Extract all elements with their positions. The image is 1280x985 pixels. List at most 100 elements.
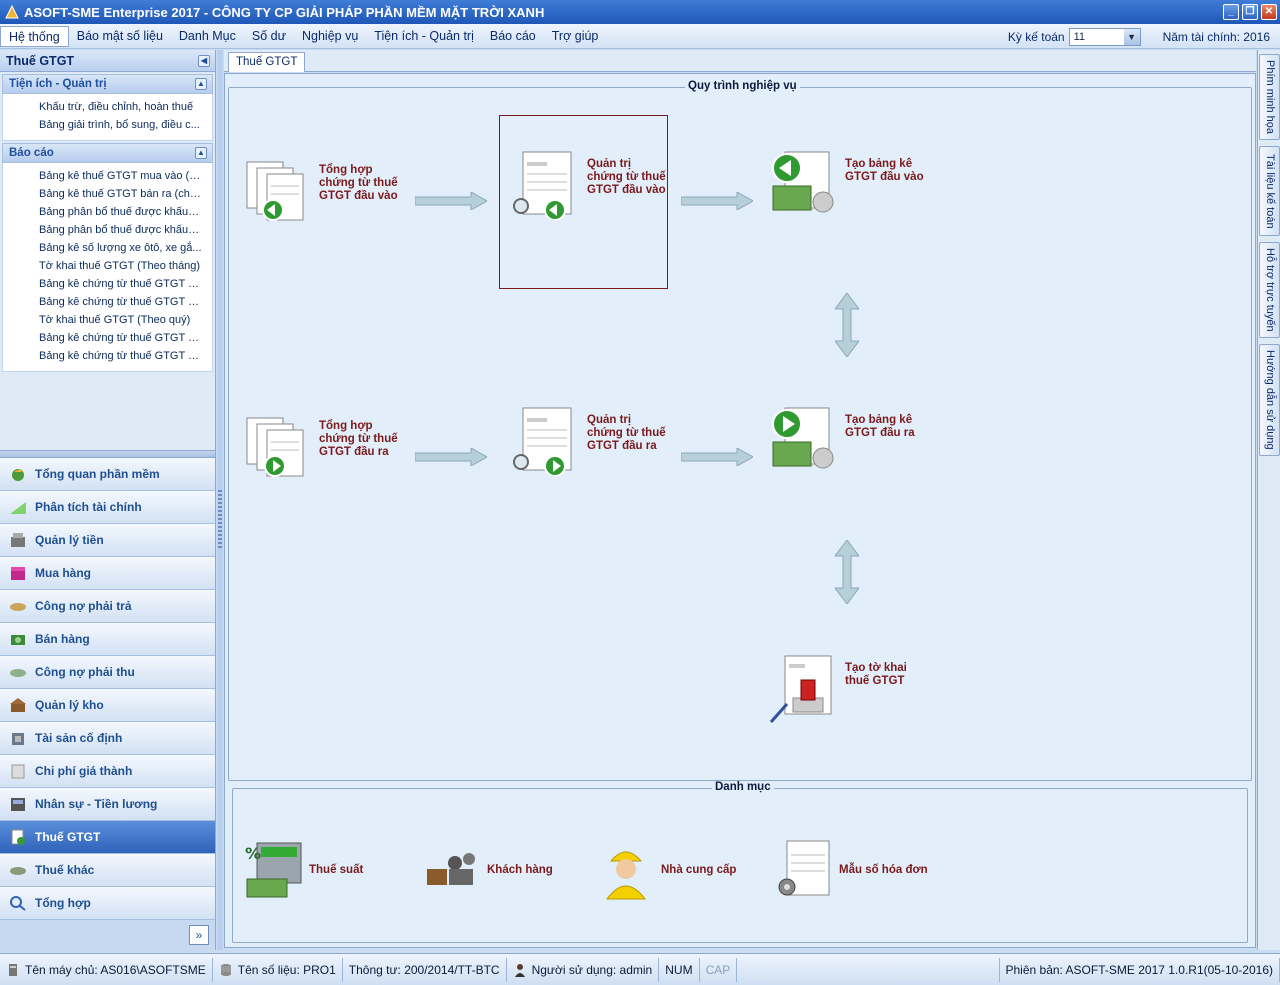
utility-link[interactable]: Bảng giải trình, bổ sung, điều c... — [39, 119, 200, 131]
catalog-customer[interactable]: Khách hàng — [421, 839, 553, 901]
catalog-label: Mẫu số hóa đơn — [839, 864, 928, 876]
utilities-group-header[interactable]: Tiện ích - Quản trị ▲ — [2, 74, 213, 94]
report-link[interactable]: Tờ khai thuế GTGT (Theo tháng) — [39, 260, 201, 272]
minimize-button[interactable]: _ — [1223, 4, 1239, 20]
report-link[interactable]: Bảng phân bổ thuế được khấu t... — [39, 224, 204, 236]
payable-icon — [10, 603, 26, 611]
selected-step-frame — [499, 115, 668, 289]
nav-payables[interactable]: Công nợ phải trả — [0, 590, 215, 623]
left-panel-spacer — [0, 372, 215, 450]
menu-data-security[interactable]: Báo mật số liệu — [76, 28, 163, 43]
more-modules-icon[interactable]: » — [189, 925, 209, 945]
report-link[interactable]: Bảng kê thuế GTGT mua vào (c... — [39, 170, 204, 182]
purchase-box-icon — [11, 567, 25, 580]
chevron-down-icon[interactable]: ▼ — [1123, 28, 1140, 45]
step-output-manage[interactable]: Quản trị chứng từ thuế GTGT đầu ra — [511, 406, 667, 476]
status-database: Tên số liệu: PRO1 — [213, 957, 343, 982]
splitter-grip-icon[interactable] — [218, 490, 222, 550]
status-machine: Tên máy chủ: AS016\ASOFTSME — [0, 957, 213, 982]
money-report-forward-icon — [772, 407, 834, 469]
arrow-right-icon — [415, 192, 487, 210]
status-user: Người sử dụng: admin — [507, 957, 660, 982]
nav-summary[interactable]: Tổng hợp — [0, 887, 215, 920]
status-user-text: Người sử dụng: admin — [531, 962, 653, 977]
menu-balance[interactable]: Số dư — [251, 28, 286, 43]
cost-icon — [11, 764, 25, 779]
menu-utilities[interactable]: Tiện ích - Quản trị — [374, 28, 474, 43]
nav-fixed-assets[interactable]: Tài sản cố định — [0, 722, 215, 755]
report-link[interactable]: Bảng kê chứng từ thuế GTGT b... — [39, 350, 204, 362]
collapse-up-icon[interactable]: ▲ — [195, 147, 207, 159]
nav-sales[interactable]: Bán hàng — [0, 623, 215, 656]
step-input-collect[interactable]: Tổng hợp chứng từ thuế GTGT đầu vào — [243, 156, 399, 226]
utilities-group: Khấu trừ, điều chỉnh, hoàn thuế Bảng giả… — [2, 94, 213, 141]
period-dropdown[interactable]: 11 ▼ — [1068, 27, 1141, 46]
catalog-tax-rate[interactable]: % Thuế suất — [243, 839, 363, 901]
step-input-report[interactable]: Tạo bảng kê GTGT đầu vào — [769, 150, 925, 220]
nav-hr-payroll[interactable]: Nhân sự - Tiền lương — [0, 788, 215, 821]
reports-group-header[interactable]: Báo cáo ▲ — [2, 143, 213, 163]
report-link[interactable]: Tờ khai thuế GTGT (Theo quý) — [39, 314, 191, 326]
catalog-invoice-template[interactable]: Mẫu số hóa đơn — [773, 839, 928, 901]
step-label: Quản trị chứng từ thuế GTGT đầu ra — [587, 414, 666, 452]
close-button[interactable]: ✕ — [1261, 4, 1277, 20]
arrow-right-icon — [415, 448, 487, 466]
status-num: NUM — [659, 957, 700, 982]
nav-purchase[interactable]: Mua hàng — [0, 557, 215, 590]
step-output-report[interactable]: Tạo bảng kê GTGT đầu ra — [769, 406, 925, 476]
step-label: Tạo bảng kê GTGT đầu ra — [845, 414, 915, 439]
nav-label: Thuế khác — [35, 863, 95, 877]
tab-vat[interactable]: Thuế GTGT — [228, 52, 306, 72]
status-cap: CAP — [700, 957, 738, 982]
cash-register-icon — [11, 533, 25, 547]
tab-user-guide[interactable]: Hướng dẫn sử dụng — [1259, 344, 1280, 456]
arrow-updown-icon — [835, 293, 859, 357]
nav-cost[interactable]: Chi phí giá thành — [0, 755, 215, 788]
left-panel: Thuế GTGT ◀ Tiện ích - Quản trị ▲ Khấu t… — [0, 50, 216, 952]
nav-warehouse[interactable]: Quản lý kho — [0, 689, 215, 722]
tab-accounting-docs[interactable]: Tài liệu kế toán — [1259, 146, 1280, 236]
nav-overview[interactable]: Tổng quan phần mềm — [0, 458, 215, 491]
customer-icon — [427, 853, 475, 885]
reports-group-title: Báo cáo — [9, 147, 54, 159]
nav-financial-analysis[interactable]: Phân tích tài chính — [0, 491, 215, 524]
report-link[interactable]: Bảng kê thuế GTGT bán ra (chi t... — [39, 188, 208, 200]
status-circular: Thông tư: 200/2014/TT-BTC — [343, 957, 507, 982]
step-output-collect[interactable]: Tổng hợp chứng từ thuế GTGT đầu ra — [243, 412, 399, 482]
nav-label: Tài sản cố định — [35, 731, 123, 745]
tab-online-support[interactable]: Hỗ trợ trực tuyến — [1259, 242, 1280, 338]
menu-reports[interactable]: Báo cáo — [489, 28, 536, 43]
report-link[interactable]: Bảng phân bổ thuế được khấu t... — [39, 206, 204, 218]
restore-button[interactable]: ❐ — [1242, 4, 1258, 20]
menu-operations[interactable]: Nghiệp vụ — [301, 28, 359, 43]
catalog-panel: Danh mục % Thuế suất Khách hàng — [232, 781, 1248, 943]
vertical-splitter[interactable] — [217, 50, 223, 950]
reports-group: Bảng kê thuế GTGT mua vào (c... Bảng kê … — [2, 163, 213, 372]
menu-catalog[interactable]: Danh Mục — [178, 28, 236, 43]
report-link[interactable]: Bảng kê chứng từ thuế GTGT m... — [39, 278, 207, 290]
menu-help[interactable]: Trợ giúp — [551, 28, 599, 43]
nav-splitter[interactable] — [0, 450, 215, 458]
left-panel-header: Thuế GTGT ◀ — [0, 50, 215, 72]
report-link[interactable]: Bảng kê số lượng xe ôtô, xe gắ... — [39, 242, 202, 254]
collapse-left-icon[interactable]: ◀ — [198, 54, 210, 67]
collapse-up-icon[interactable]: ▲ — [195, 78, 207, 90]
nav-other-tax[interactable]: Thuế khác — [0, 854, 215, 887]
nav-label: Công nợ phải trả — [35, 599, 132, 613]
period-value: 11 — [1073, 30, 1086, 43]
report-link[interactable]: Bảng kê chứng từ thuế GTGT m... — [39, 332, 207, 344]
nav-vat[interactable]: Thuế GTGT — [0, 821, 215, 854]
menu-bar: Hệ thống Báo mật số liệu Danh Mục Số dư … — [0, 24, 1280, 49]
tab-shortcut-keys[interactable]: Phím minh họa — [1259, 54, 1280, 140]
utility-link[interactable]: Khấu trừ, điều chỉnh, hoàn thuế — [39, 101, 194, 113]
step-input-manage[interactable]: Quản trị chứng từ thuế GTGT đầu vào — [511, 150, 667, 220]
database-icon — [220, 963, 231, 976]
menu-system[interactable]: Hệ thống — [0, 25, 69, 47]
catalog-supplier[interactable]: Nhà cung cấp — [595, 839, 736, 901]
step-declaration[interactable]: Tạo tờ khai thuế GTGT — [769, 654, 925, 724]
nav-cash-management[interactable]: Quản lý tiền — [0, 524, 215, 557]
status-bar: Tên máy chủ: AS016\ASOFTSME Tên số liệu:… — [0, 953, 1280, 985]
report-link[interactable]: Bảng kê chứng từ thuế GTGT b... — [39, 296, 204, 308]
status-database-text: Tên số liệu: PRO1 — [237, 962, 336, 977]
nav-receivables[interactable]: Công nợ phải thu — [0, 656, 215, 689]
